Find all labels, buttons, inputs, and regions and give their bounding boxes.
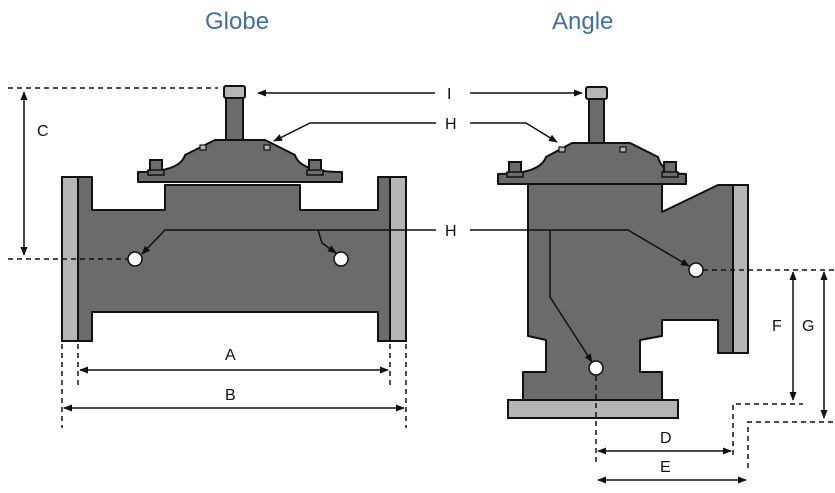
globe-port-left — [127, 251, 143, 267]
label-a: A — [225, 347, 236, 364]
globe-valve — [61, 85, 407, 342]
angle-body — [522, 181, 734, 401]
globe-stem-cap — [223, 85, 246, 99]
globe-stem — [225, 96, 244, 141]
globe-port-right — [333, 251, 349, 267]
ext-line-e — [747, 421, 835, 468]
angle-bottom-flange — [507, 399, 679, 419]
label-b: B — [225, 387, 236, 404]
leader-h-upper-globe — [273, 122, 436, 142]
angle-stem — [588, 97, 605, 144]
label-e: E — [660, 459, 671, 476]
label-d: D — [660, 430, 672, 447]
angle-port-side — [688, 262, 704, 278]
globe-port-small-left — [199, 144, 207, 151]
angle-right-flange — [732, 184, 749, 354]
globe-port-small-right — [263, 144, 271, 151]
angle-title: Angle — [552, 8, 614, 35]
leader-h-lower-angle-side — [470, 229, 690, 267]
angle-valve — [497, 86, 749, 419]
globe-title: Globe — [205, 8, 270, 35]
globe-right-flange — [389, 176, 407, 342]
globe-bolt-left — [147, 159, 165, 176]
label-h-lower: H — [445, 223, 457, 240]
angle-bolt-left — [506, 161, 524, 178]
angle-port-bottom — [588, 360, 604, 376]
angle-bonnet — [497, 142, 687, 185]
globe-bolt-right — [306, 159, 324, 176]
label-g: G — [802, 318, 814, 335]
leader-h-upper-angle — [470, 122, 558, 143]
angle-bolt-right — [661, 161, 679, 178]
leader-h-lower-globe-right — [317, 229, 337, 254]
label-f: F — [772, 318, 782, 335]
label-h-upper: H — [445, 116, 457, 133]
leader-h-lower-angle-bottom — [549, 230, 593, 363]
globe-body — [77, 176, 391, 342]
leader-h-lower-globe — [141, 229, 436, 255]
angle-port-small-left — [558, 146, 566, 153]
label-i: I — [447, 86, 451, 103]
ext-line-d — [732, 403, 803, 455]
angle-port-small-right — [619, 146, 627, 153]
label-c: C — [37, 123, 49, 140]
angle-stem-cap — [585, 86, 608, 100]
